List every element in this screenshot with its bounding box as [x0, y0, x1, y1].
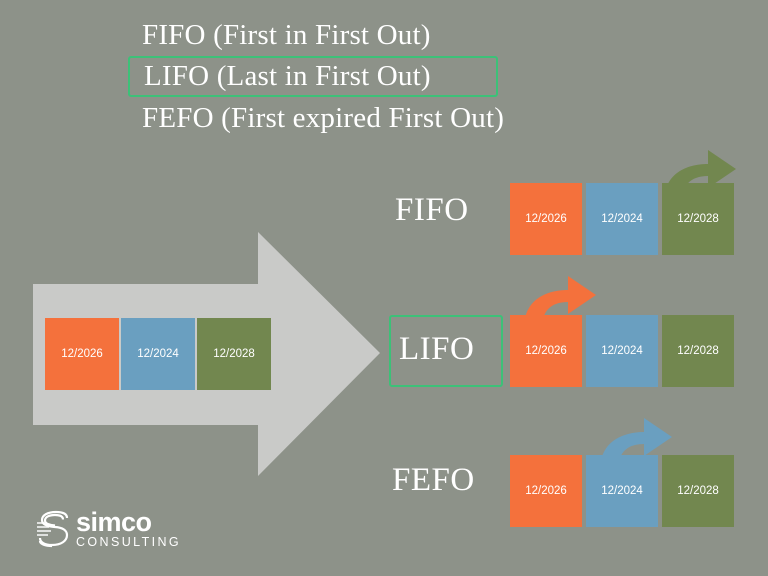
logo-word: simco [76, 507, 152, 537]
fefo-box-0: 12/2026 [510, 455, 582, 527]
incoming-box-2-label: 12/2028 [213, 348, 255, 360]
fifo-box-1-label: 12/2024 [601, 213, 643, 225]
incoming-box-1-label: 12/2024 [137, 348, 179, 360]
method-label-lifo: LIFO [399, 331, 474, 368]
title-line-fifo-text: FIFO (First in First Out) [142, 19, 431, 51]
method-label-fefo: FEFO [392, 462, 475, 499]
title-line-lifo: LIFO (Last in First Out) [128, 56, 498, 97]
lifo-box-0-label: 12/2026 [525, 345, 567, 357]
lifo-box-0: 12/2026 [510, 315, 582, 387]
incoming-box-2: 12/2028 [197, 318, 271, 390]
method-label-fefo-text: FEFO [392, 462, 475, 498]
fifo-box-1: 12/2024 [586, 183, 658, 255]
lifo-box-1-label: 12/2024 [601, 345, 643, 357]
fifo-box-0-label: 12/2026 [525, 213, 567, 225]
fefo-box-1-label: 12/2024 [601, 485, 643, 497]
fefo-box-1: 12/2024 [586, 455, 658, 527]
logo-text-group: simco CONSULTING [76, 507, 182, 550]
title-line-lifo-text: LIFO (Last in First Out) [144, 60, 431, 92]
method-label-fifo-text: FIFO [395, 192, 469, 228]
fefo-box-0-label: 12/2026 [525, 485, 567, 497]
incoming-box-1: 12/2024 [121, 318, 195, 390]
incoming-box-0: 12/2026 [45, 318, 119, 390]
lifo-box-1: 12/2024 [586, 315, 658, 387]
simco-s-mark-icon [36, 509, 72, 554]
title-line-fefo: FEFO (First expired First Out) [128, 97, 608, 139]
brand-logo: simco CONSULTING [36, 509, 181, 554]
logo-subtitle: CONSULTING [76, 535, 182, 549]
fifo-box-2-label: 12/2028 [677, 213, 719, 225]
lifo-box-2-label: 12/2028 [677, 345, 719, 357]
incoming-box-0-label: 12/2026 [61, 348, 103, 360]
method-label-fifo: FIFO [395, 192, 469, 229]
fefo-box-2-label: 12/2028 [677, 485, 719, 497]
method-label-lifo-text: LIFO [399, 331, 475, 367]
title-line-fefo-text: FEFO (First expired First Out) [142, 102, 505, 134]
method-highlight-frame-lifo [389, 315, 503, 387]
fifo-box-0: 12/2026 [510, 183, 582, 255]
title-line-fifo: FIFO (First in First Out) [128, 14, 608, 56]
method-title-list: FIFO (First in First Out) LIFO (Last in … [128, 14, 608, 139]
fefo-box-2: 12/2028 [662, 455, 734, 527]
lifo-box-2: 12/2028 [662, 315, 734, 387]
fifo-box-2: 12/2028 [662, 183, 734, 255]
